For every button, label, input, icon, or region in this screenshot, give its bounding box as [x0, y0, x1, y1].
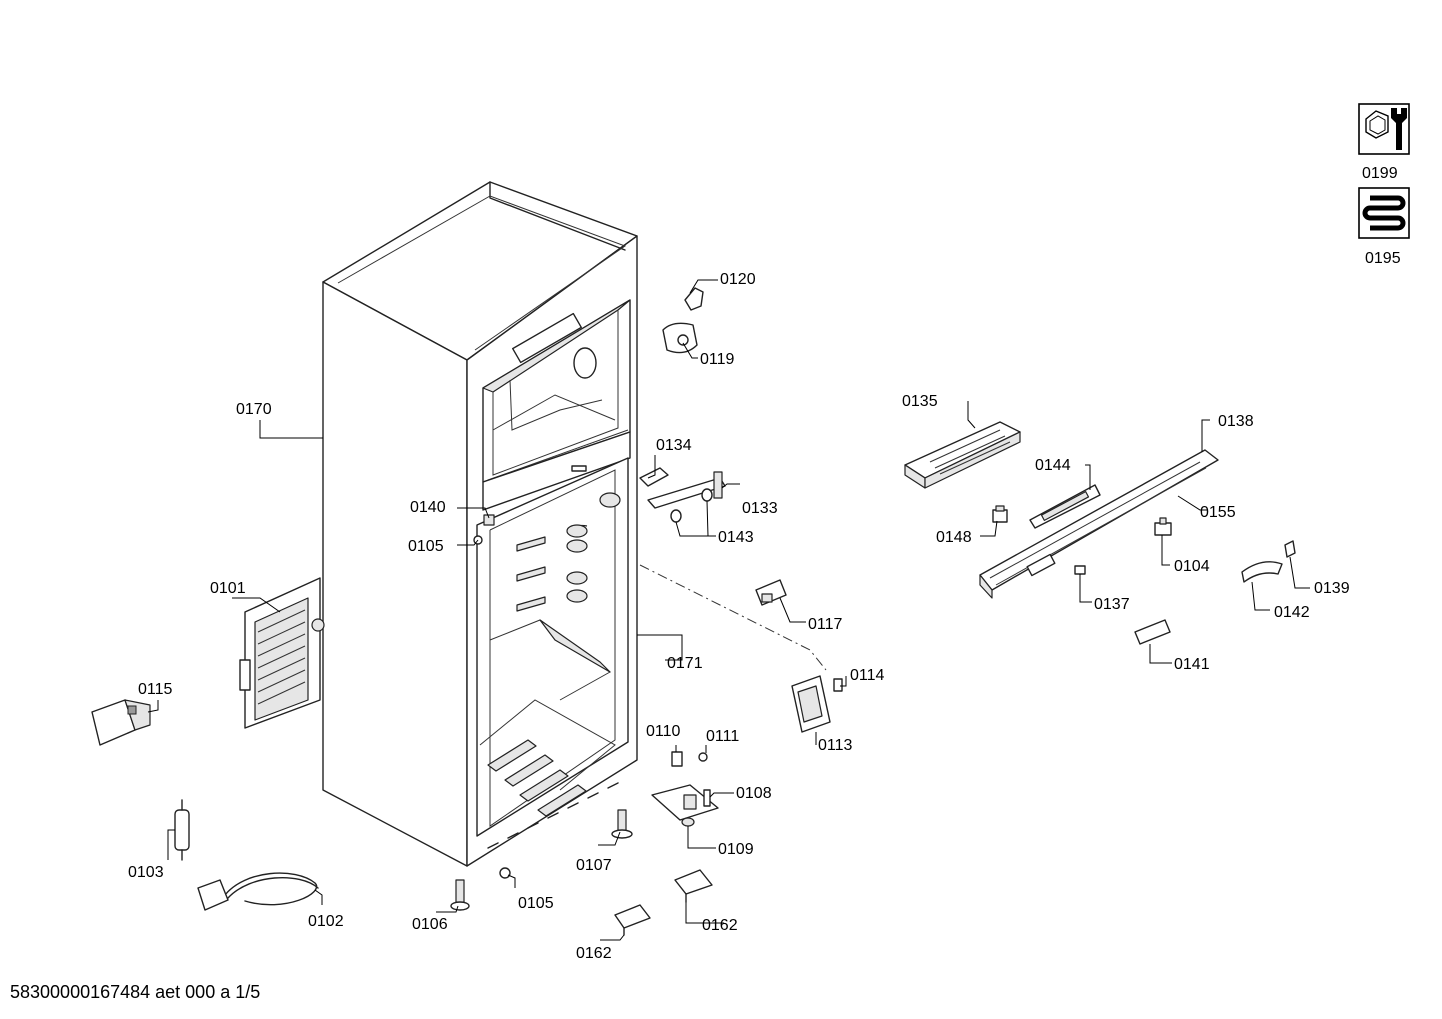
document-id: 58300000167484 aet 000 a 1/5 [10, 982, 260, 1002]
label-0107: 0107 [576, 857, 612, 874]
label-0162-left: 0162 [576, 945, 612, 962]
label-0110: 0110 [646, 723, 681, 740]
label-0144: 0144 [1035, 457, 1071, 474]
label-0199: 0199 [1362, 165, 1398, 182]
callout-labels: 0170 0120 0119 0134 0133 0143 0140 0105 … [128, 271, 1350, 962]
part-0148 [992, 505, 1008, 523]
label-0109: 0109 [718, 841, 754, 858]
label-0170: 0170 [236, 401, 272, 418]
label-0113: 0113 [818, 737, 853, 754]
label-0137: 0137 [1094, 596, 1130, 613]
label-0117: 0117 [808, 616, 843, 633]
bracket-0162b [674, 869, 713, 903]
bottom-vents [487, 782, 619, 849]
part-0111 [698, 752, 708, 762]
label-0102: 0102 [308, 913, 344, 930]
part-0139 [1284, 540, 1296, 558]
switch-0117 [755, 579, 787, 606]
label-0139: 0139 [1314, 580, 1350, 597]
label-0148: 0148 [936, 529, 972, 546]
assembly-guide-line [639, 564, 827, 671]
plug-0105 [499, 867, 511, 879]
label-0103: 0103 [128, 864, 164, 881]
foot-screw-0106 [450, 879, 470, 911]
hinge-0133 [639, 467, 726, 509]
label-0195: 0195 [1365, 250, 1401, 267]
label-0105-upper: 0105 [408, 538, 444, 555]
label-plate-0141 [1134, 619, 1171, 645]
label-0171: 0171 [667, 655, 703, 672]
relay-0115 [91, 699, 151, 746]
hinge-0109 [651, 784, 719, 827]
part-0120 [684, 287, 704, 311]
refrigerator-cabinet [322, 181, 638, 867]
label-0111: 0111 [706, 728, 739, 745]
label-0133: 0133 [742, 500, 778, 517]
label-0138: 0138 [1218, 413, 1254, 430]
label-0105-lower: 0105 [518, 895, 554, 912]
label-0120: 0120 [720, 271, 756, 288]
leader-lines [147, 279, 1310, 941]
refrigerant-coil-icon [1358, 187, 1410, 239]
label-0143: 0143 [718, 529, 754, 546]
label-0155: 0155 [1200, 504, 1236, 521]
label-0141: 0141 [1174, 656, 1210, 673]
cover-0113 [791, 675, 831, 733]
part-0119 [662, 322, 698, 354]
power-cord-0102 [197, 872, 319, 911]
bracket-0162a [614, 904, 651, 936]
washer-0143a [670, 509, 682, 523]
label-0142: 0142 [1274, 604, 1310, 621]
label-0162-right: 0162 [702, 917, 738, 934]
part-0135 [904, 421, 1021, 489]
compressor-panel-0101 [239, 577, 325, 729]
label-0114: 0114 [850, 667, 885, 684]
label-0135: 0135 [902, 393, 938, 410]
part-0140 [483, 514, 495, 526]
part-0144 [1029, 484, 1101, 529]
part-0137 [1074, 565, 1086, 575]
part-0103 [174, 799, 190, 861]
part-0110 [671, 751, 683, 767]
label-0101: 0101 [210, 580, 246, 597]
label-0104: 0104 [1174, 558, 1210, 575]
label-0115: 0115 [138, 681, 173, 698]
part-0104 [1154, 517, 1172, 536]
washer-0143b [701, 488, 713, 502]
label-0108: 0108 [736, 785, 772, 802]
label-0134: 0134 [656, 437, 692, 454]
part-0142 [1241, 561, 1283, 583]
shelf-supports [516, 492, 621, 612]
tool-icon [1358, 103, 1410, 155]
part-0114 [833, 678, 843, 692]
profile-0138 [979, 449, 1219, 599]
foot-0107 [611, 809, 633, 839]
label-0140: 0140 [410, 499, 446, 516]
label-0106: 0106 [412, 916, 448, 933]
label-0119: 0119 [700, 351, 735, 368]
